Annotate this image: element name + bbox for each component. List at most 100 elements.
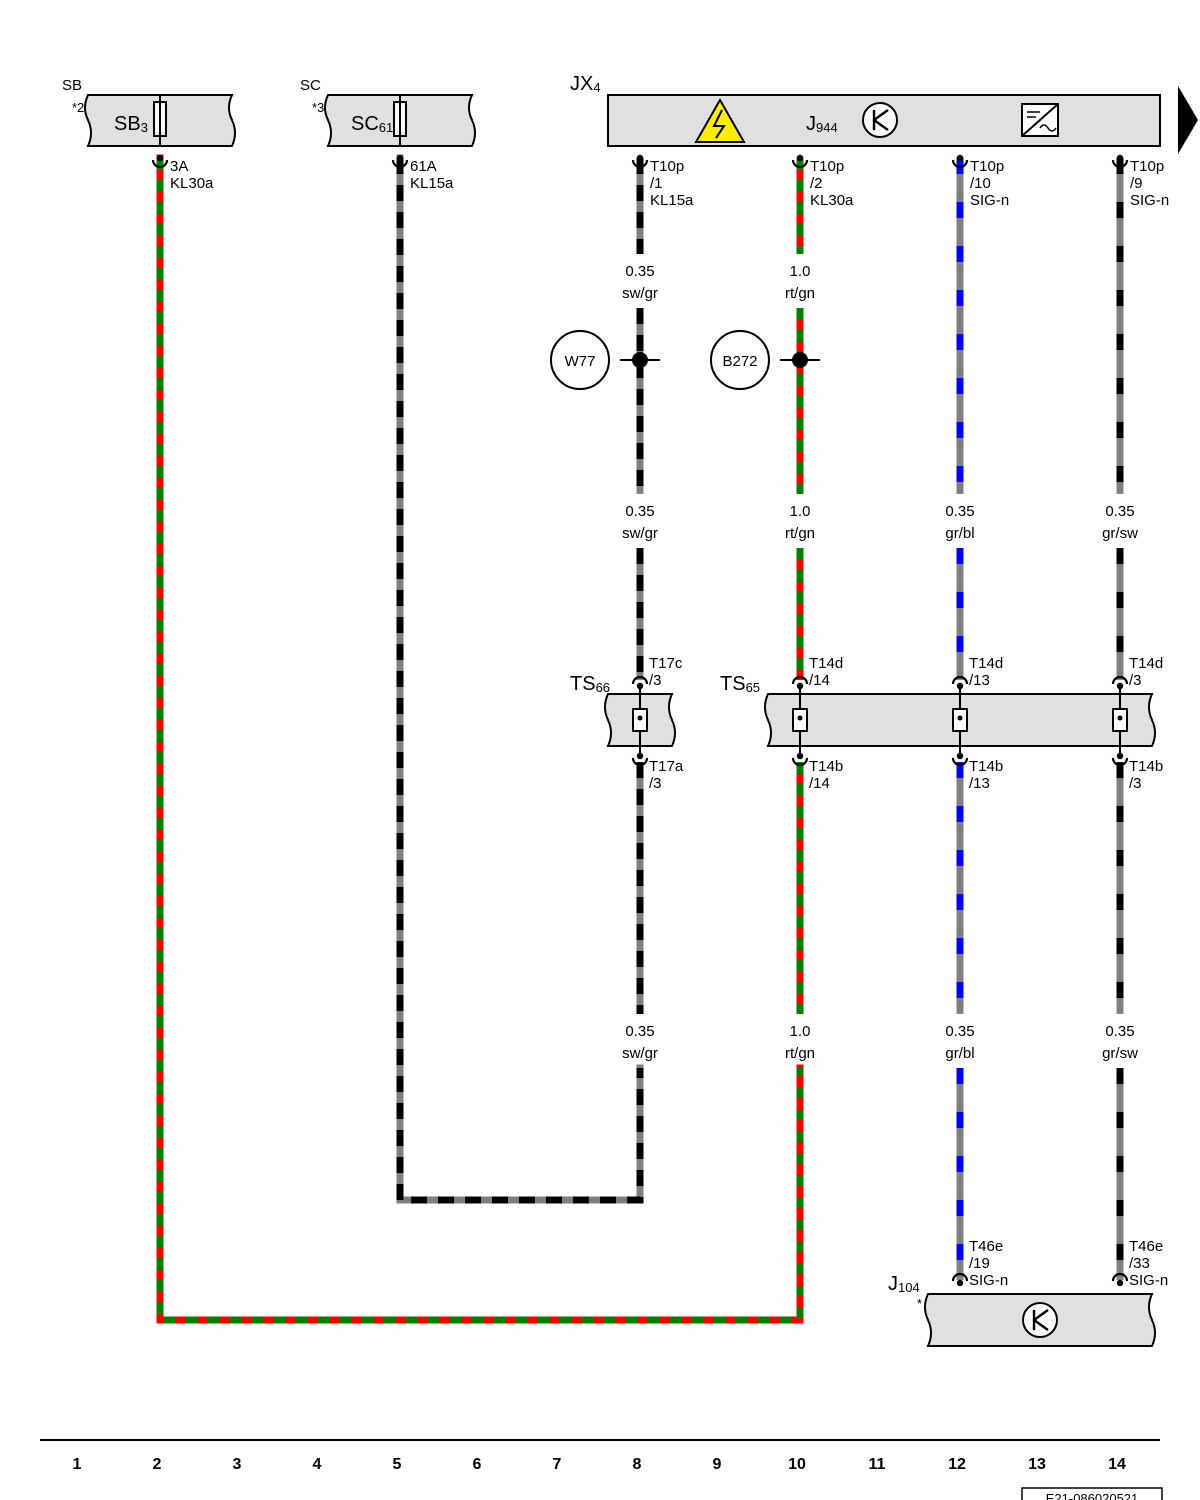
wire-color-label: sw/gr <box>622 285 658 302</box>
sc-group-label: SC <box>300 77 321 94</box>
grid-number: 12 <box>948 1456 966 1473</box>
ts65-top3-plug: T14d <box>1129 655 1163 672</box>
doc-id: E21-086020521 <box>1046 1491 1139 1500</box>
j944-pin10-signal: SIG-n <box>970 192 1009 209</box>
grid-number: 5 <box>393 1456 402 1473</box>
wire-labels: 0.35 sw/gr 1.0 rt/gn 0.35 sw/gr 1.0 rt/g… <box>622 263 1138 1062</box>
svg-text:SC61: SC61 <box>351 113 393 135</box>
wire-color-label: rt/gn <box>785 525 815 542</box>
sb-group-label: SB <box>62 77 82 94</box>
grid-number: 10 <box>788 1456 806 1473</box>
wire-size-label: 1.0 <box>790 263 811 280</box>
svg-text:TS65: TS65 <box>720 673 760 695</box>
svg-text:TS66: TS66 <box>570 673 610 695</box>
j944-pin9-plug: T10p <box>1130 158 1164 175</box>
splice-b272-label: B272 <box>722 353 757 370</box>
j944-control-unit: JX4 J944 <box>570 73 1161 147</box>
grid-number: 8 <box>633 1456 642 1473</box>
j104-pin33-plug: T46e <box>1129 1238 1163 1255</box>
j944-pin2-number: /2 <box>810 175 823 192</box>
wire-size-label: 1.0 <box>790 1023 811 1040</box>
j104-control-unit: J104 * T46e /19 SIG-n T46e /33 SIG-n <box>888 1238 1168 1347</box>
sc61-name: SC <box>351 113 379 135</box>
sc61-sub: 61 <box>379 120 393 135</box>
wire-color-label: gr/sw <box>1102 1045 1138 1062</box>
ts65-top3-pin: /3 <box>1129 672 1142 689</box>
jx4-name: JX <box>570 73 593 95</box>
grid-number: 2 <box>153 1456 162 1473</box>
ts66-top-pin: /3 <box>649 672 662 689</box>
wire-size-label: 0.35 <box>1105 1023 1134 1040</box>
ts65-top13-pin: /13 <box>969 672 990 689</box>
j944-pin1-number: /1 <box>650 175 663 192</box>
wire-kl30a-loop <box>156 154 804 1324</box>
ts65-name: TS <box>720 673 746 695</box>
wire-size-label: 0.35 <box>945 1023 974 1040</box>
wire-size-label: 0.35 <box>1105 503 1134 520</box>
wire-size-label: 1.0 <box>790 503 811 520</box>
grid-number: 3 <box>233 1456 242 1473</box>
j104-sub: 104 <box>898 1280 920 1295</box>
sc61-terminal-label: KL15a <box>410 175 454 192</box>
ts65-sub: 65 <box>746 680 760 695</box>
grid-number: 7 <box>553 1456 562 1473</box>
wire-kl15a-loop <box>396 154 644 1204</box>
wires <box>156 154 1124 1324</box>
wire-size-label: 0.35 <box>625 263 654 280</box>
svg-text:JX4: JX4 <box>570 73 601 95</box>
j104-pin33-number: /33 <box>1129 1255 1150 1272</box>
sb-fuse-holder: SB *2 SB3 3A KL30a <box>62 77 236 192</box>
j104-pin19-plug: T46e <box>969 1238 1003 1255</box>
control-unit-icon <box>1021 103 1059 137</box>
j944-sub: 944 <box>816 120 838 135</box>
ts66-name: TS <box>570 673 596 695</box>
svg-text:J944: J944 <box>806 113 838 135</box>
splice-b272: B272 <box>710 330 820 390</box>
high-voltage-warning-icon <box>694 97 746 143</box>
ts65-connector-station: TS65 T14d /14 T14d /13 T14d /3 T14b /14 … <box>720 655 1163 792</box>
ts65-top13-plug: T14d <box>969 655 1003 672</box>
sb3-terminal-label: KL30a <box>170 175 214 192</box>
grid-number: 11 <box>869 1456 886 1473</box>
j104-pin19-signal: SIG-n <box>969 1272 1008 1289</box>
sc-fuse-holder: SC *3 SC61 61A KL15a <box>300 77 476 192</box>
j944-pin10-number: /10 <box>970 175 991 192</box>
wire-color-label: sw/gr <box>622 525 658 542</box>
wire-color-label: gr/sw <box>1102 525 1138 542</box>
j944-pin2-signal: KL30a <box>810 192 854 209</box>
sb3-sub: 3 <box>141 120 148 135</box>
ts66-bottom-pin: /3 <box>649 775 662 792</box>
wire-color-label: rt/gn <box>785 285 815 302</box>
svg-text:SB3: SB3 <box>114 113 148 135</box>
ts65-bottom14-plug: T14b <box>809 758 843 775</box>
splice-w77: W77 <box>550 330 660 390</box>
sc61-pin-label: 61A <box>410 158 437 175</box>
j944-pin1-plug: T10p <box>650 158 684 175</box>
j104-name: J <box>888 1273 898 1295</box>
ts65-bottom3-plug: T14b <box>1129 758 1163 775</box>
grid-number: 6 <box>473 1456 482 1473</box>
j104-pin33-signal: SIG-n <box>1129 1272 1168 1289</box>
j944-pins: T10p /1 KL15a T10p /2 KL30a T10p /10 SIG… <box>631 153 1169 209</box>
sc-note: *3 <box>312 100 324 115</box>
ts65-bottom14-pin: /14 <box>809 775 830 792</box>
j104-note: * <box>917 1296 922 1311</box>
jx4-sub: 4 <box>593 80 600 95</box>
sb3-name: SB <box>114 113 141 135</box>
j944-pin2-plug: T10p <box>810 158 844 175</box>
ts65-bottom13-pin: /13 <box>969 775 990 792</box>
grid-number: 4 <box>313 1456 322 1473</box>
sb3-pin-label: 3A <box>170 158 188 175</box>
rotor-icon <box>1022 1302 1058 1338</box>
wire-size-label: 0.35 <box>625 503 654 520</box>
wire-size-label: 0.35 <box>625 1023 654 1040</box>
ts65-top14-plug: T14d <box>809 655 843 672</box>
j104-pin19-number: /19 <box>969 1255 990 1272</box>
j944-pin10-plug: T10p <box>970 158 1004 175</box>
wire-color-label: sw/gr <box>622 1045 658 1062</box>
wire-color-label: gr/bl <box>945 525 974 542</box>
doc-id-box: E21-086020521 <box>1021 1487 1163 1500</box>
ts66-sub: 66 <box>596 680 610 695</box>
